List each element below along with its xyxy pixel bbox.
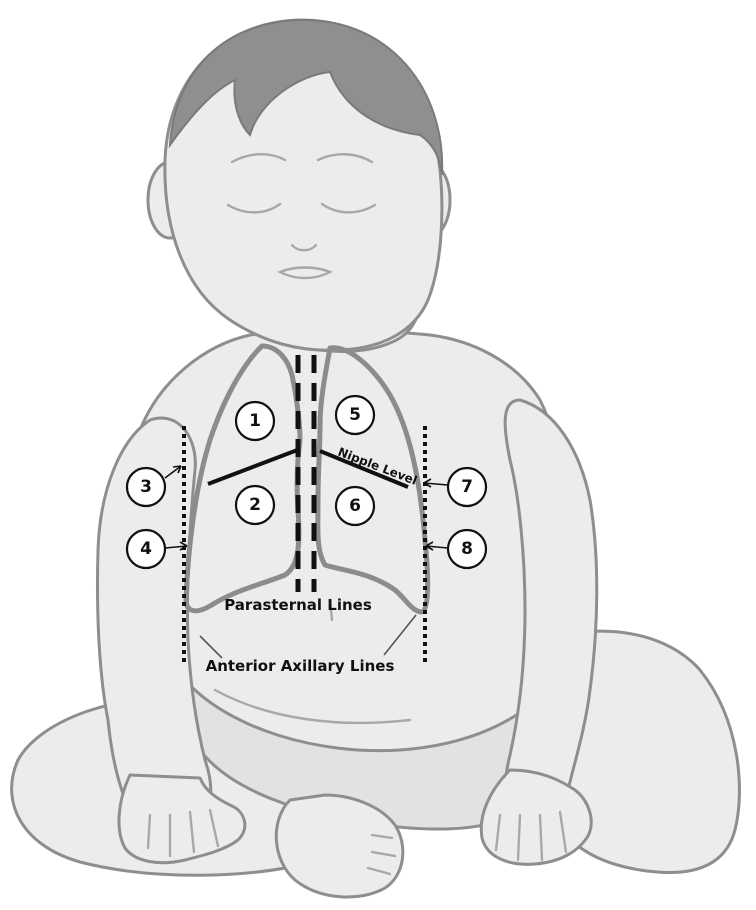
zone-label-8: 8 — [461, 539, 473, 559]
zone-marker-6: 6 — [336, 487, 374, 525]
zone-marker-5: 5 — [336, 396, 374, 434]
zone-marker-3: 3 — [127, 468, 165, 506]
zone-marker-2: 2 — [236, 486, 274, 524]
zone-label-3: 3 — [140, 477, 152, 497]
zone-label-1: 1 — [249, 411, 261, 431]
zone-label-6: 6 — [349, 496, 361, 516]
zone-label-2: 2 — [249, 495, 261, 515]
zone-label-4: 4 — [140, 539, 152, 559]
zone-marker-4: 4 — [127, 530, 165, 568]
zone-label-5: 5 — [349, 405, 361, 425]
anterior-axillary-lines-label: Anterior Axillary Lines — [206, 657, 395, 675]
parasternal-lines-label: Parasternal Lines — [224, 596, 372, 614]
torso — [131, 330, 562, 750]
zone-marker-8: 8 — [448, 530, 486, 568]
zone-marker-7: 7 — [448, 468, 486, 506]
zone-marker-1: 1 — [236, 402, 274, 440]
zone-label-7: 7 — [461, 477, 473, 497]
